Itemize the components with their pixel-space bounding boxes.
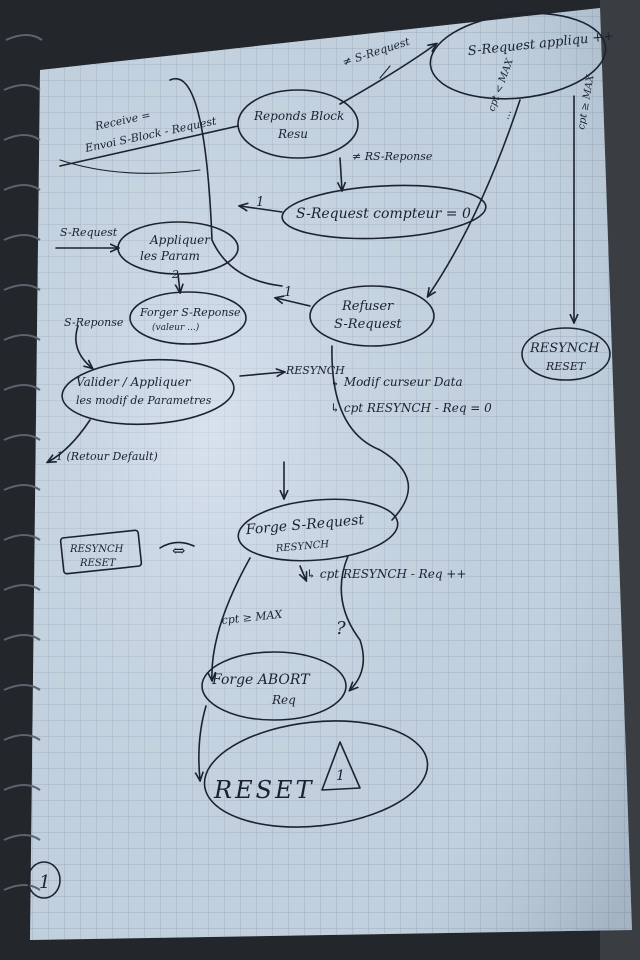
state-forge-abort-req	[201, 651, 347, 721]
state-resynch-reset-right	[521, 327, 611, 381]
label-valider-line1: Valider / Appliquer	[76, 375, 192, 389]
label-resynch-box-line1: RESYNCH	[69, 544, 124, 555]
label-note-1: ↳ Modif curseur Data	[330, 375, 463, 389]
state-reponds-block-resu	[237, 89, 359, 159]
label-refuser-line2: S-Request	[334, 317, 402, 332]
label-cpt-resynch-incr: ↳ cpt RESYNCH - Req ++	[306, 567, 466, 581]
label-resynch-box-line2: RESET	[79, 558, 117, 569]
label-appliquer-param-line1: Appliquer	[149, 233, 211, 247]
label-num-1-upper: 1	[256, 195, 264, 210]
state-refuser-s-request	[309, 285, 435, 347]
label-reponds-block-line2: Resu	[277, 127, 308, 141]
state-reset	[203, 720, 429, 828]
label-question-mark: ?	[336, 618, 346, 639]
transition-arrows	[48, 44, 574, 780]
label-forger-s-reponse-line2: (valeur ...)	[152, 322, 200, 333]
spiral-binding	[3, 34, 43, 891]
label-num-2: 2	[171, 268, 179, 281]
label-cpt-ge-max-lower: cpt ≥ MAX	[221, 608, 284, 627]
label-forge-s-request-line2: RESYNCH	[274, 539, 329, 555]
state-s-request-appliquee	[429, 12, 607, 100]
label-resynch-right-line2: RESET	[545, 360, 587, 373]
label-valider-line2: les modif de Parametres	[76, 394, 212, 407]
label-resynch-arrow: RESYNCH	[285, 364, 345, 377]
page-number-circle	[27, 861, 61, 899]
label-reset: RESET	[213, 776, 315, 804]
label-refuser-line1: Refuser	[341, 299, 394, 314]
label-not-s-reponse: ≠ RS-Reponse	[352, 150, 433, 163]
state-forge-s-request-resynch	[237, 498, 399, 562]
label-s-request-in: S-Request	[60, 226, 118, 239]
label-resynch-right-line1: RESYNCH	[529, 341, 600, 356]
label-s-reponse-in: S-Reponse	[64, 316, 124, 329]
label-forger-s-reponse-line1: Forger S-Reponse	[139, 306, 241, 319]
label-forge-abort-line1: Forge ABORT	[211, 672, 311, 688]
label-warning-number: 1	[336, 768, 345, 784]
label-s-request-compteur: S-Request compteur = 0	[296, 206, 471, 222]
label-forge-abort-line2: Req	[271, 693, 296, 707]
label-cpt-lt-max-line2: ...	[500, 108, 514, 121]
label-retour-default: 1 (Retour Default)	[56, 450, 158, 463]
box-resynch-reset	[59, 529, 143, 575]
label-equivalent: ⇔	[172, 541, 185, 560]
label-note-2: ↳ cpt RESYNCH - Req = 0	[330, 401, 492, 415]
state-valider-appliquer	[61, 358, 235, 426]
state-s-request-compteur	[281, 184, 487, 240]
warning-triangle-icon	[321, 741, 361, 791]
label-num-1-middle: 1	[284, 285, 292, 300]
label-reponds-block-line1: Reponds Block	[253, 109, 344, 123]
state-forger-s-reponse	[129, 291, 247, 345]
label-page-number: 1	[39, 872, 50, 893]
label-appliquer-param-line2: les Param	[140, 249, 200, 263]
